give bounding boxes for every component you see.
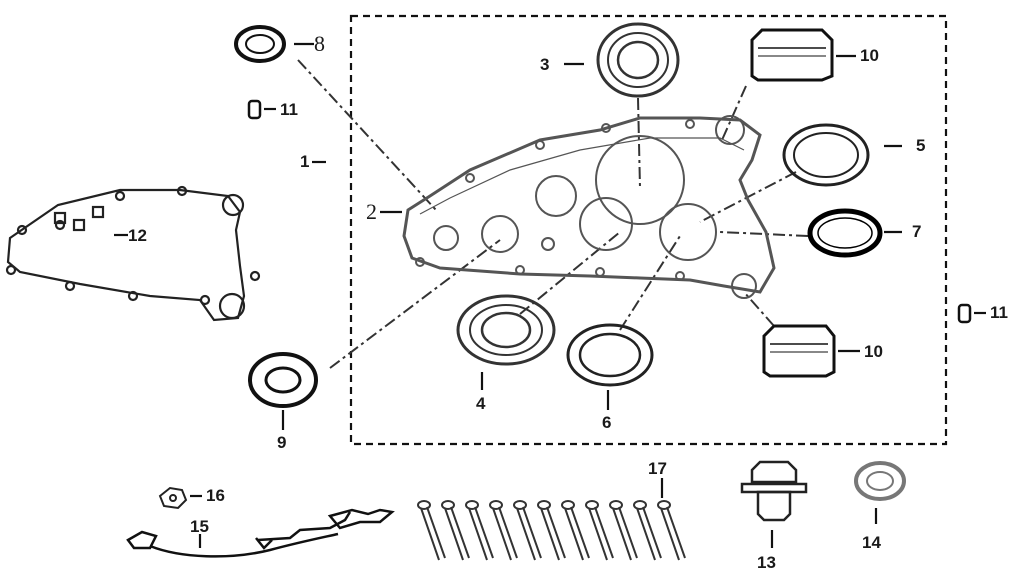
- wire-harness-15: [126, 508, 395, 558]
- rubber-block-10b: [762, 324, 836, 378]
- assembly-lines: [297, 59, 809, 369]
- bolt-set-17: [417, 500, 686, 561]
- crankcase-cover: [402, 115, 776, 299]
- callout-12: 12: [128, 226, 147, 245]
- callout-8: 8: [314, 31, 325, 56]
- drain-bolt-13: [740, 460, 808, 522]
- flange-bolt: [537, 500, 566, 561]
- callout-9: 9: [277, 433, 287, 452]
- assembly-group-box: [349, 14, 948, 446]
- flange-bolt: [417, 500, 446, 561]
- bearing-3: [596, 22, 680, 98]
- callout-3: 3: [540, 55, 550, 74]
- flange-bolt: [465, 500, 494, 561]
- callout-1: 1: [300, 152, 310, 171]
- callout-6: 6: [602, 413, 612, 432]
- leader-lines: [114, 42, 986, 548]
- flange-bolt: [609, 500, 638, 561]
- callout-11b: 11: [990, 303, 1008, 322]
- callout-10b: 10: [864, 342, 883, 361]
- callout-16: 16: [206, 486, 225, 505]
- callout-14: 14: [862, 533, 881, 552]
- bearing-4: [456, 294, 556, 366]
- callout-13: 13: [757, 553, 776, 572]
- flange-bolt: [633, 500, 662, 561]
- callout-17: 17: [648, 459, 667, 478]
- oil-seal-6: [566, 323, 654, 387]
- flange-bolt: [561, 500, 590, 561]
- callout-7: 7: [912, 222, 922, 241]
- dowel-11a: [247, 99, 262, 120]
- clip-16: [158, 486, 188, 510]
- flange-bolt: [657, 500, 686, 561]
- gasket-12: [5, 185, 261, 322]
- dowel-11b: [957, 303, 972, 324]
- callout-2: 2: [366, 199, 377, 224]
- callout-10a: 10: [860, 46, 879, 65]
- oil-seal-5: [782, 123, 870, 187]
- callout-5: 5: [916, 136, 926, 155]
- flange-bolt: [489, 500, 518, 561]
- rubber-block-10a: [750, 28, 834, 82]
- callout-15: 15: [190, 517, 209, 536]
- flange-bolt: [513, 500, 542, 561]
- o-ring-7: [807, 208, 883, 258]
- washer-14: [854, 461, 906, 501]
- seal-9: [248, 352, 318, 408]
- callout-11a: 11: [280, 100, 298, 119]
- callout-4: 4: [476, 394, 486, 413]
- flange-bolt: [585, 500, 614, 561]
- seal-8: [234, 25, 286, 63]
- flange-bolt: [441, 500, 470, 561]
